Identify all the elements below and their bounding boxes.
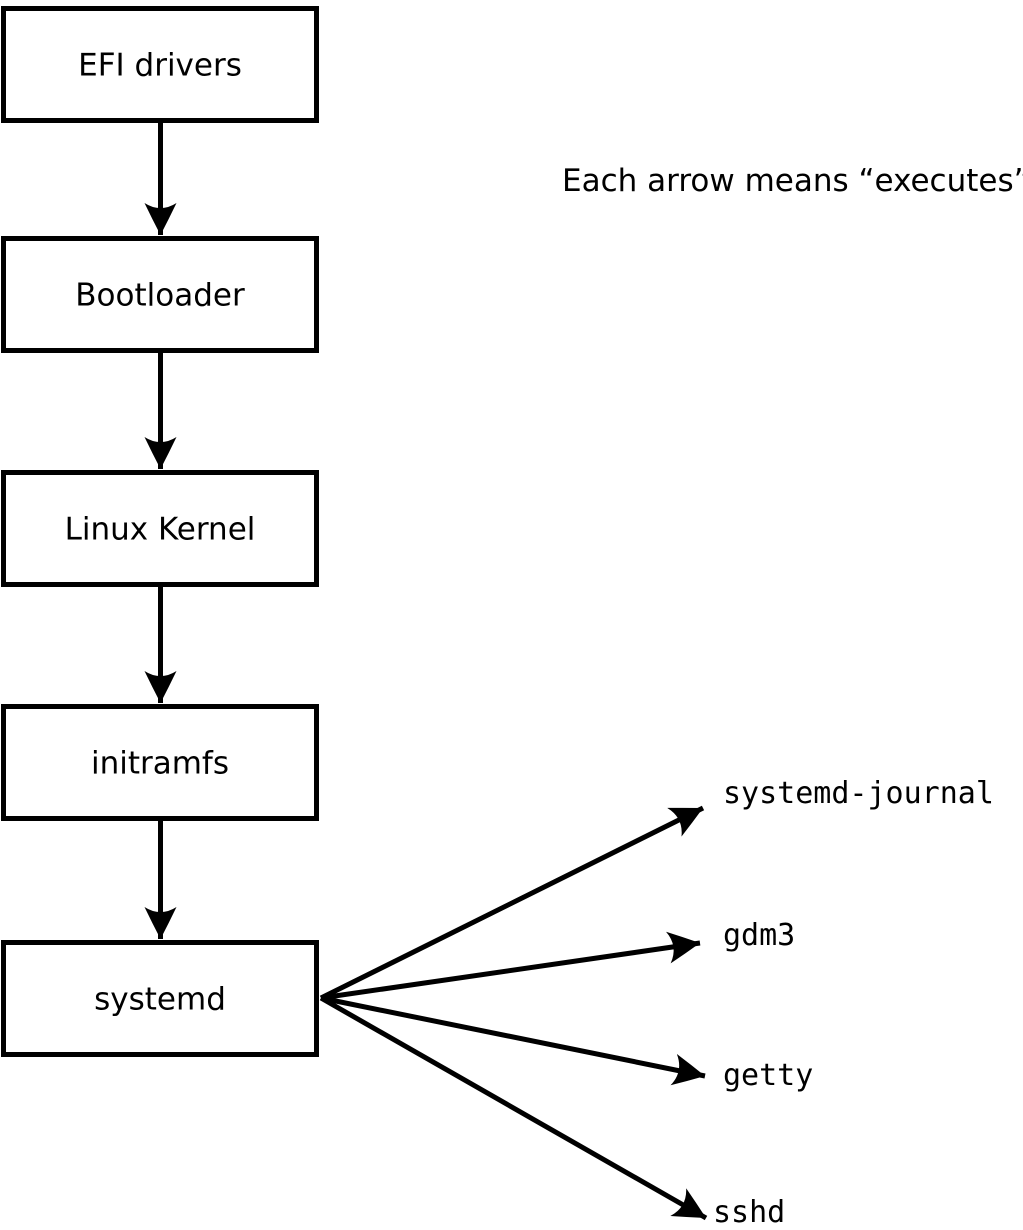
service-label-gdm3: gdm3 (723, 918, 795, 953)
arrow-systemd-to-sshd (319, 995, 708, 1221)
service-label-systemd-journal: systemd-journal (723, 776, 994, 811)
node-label-systemd: systemd (94, 982, 226, 1018)
node-box-bootloader (1, 236, 319, 353)
node-box-linux-kernel (1, 470, 319, 587)
arrow-systemd-to-getty (320, 995, 706, 1086)
service-label-getty: getty (723, 1058, 813, 1093)
node-box-systemd (1, 940, 319, 1057)
legend-note: Each arrow means “executes”. (562, 163, 1023, 199)
node-label-efi-drivers: EFI drivers (78, 48, 242, 84)
node-box-initramfs (1, 704, 319, 821)
arrow-systemd-to-journal (319, 805, 705, 1001)
arrow-systemd-to-gdm3 (320, 931, 701, 1001)
node-box-efi-drivers (1, 6, 319, 123)
node-label-bootloader: Bootloader (75, 278, 245, 314)
service-label-sshd: sshd (713, 1195, 785, 1230)
node-label-initramfs: initramfs (91, 746, 229, 782)
node-label-linux-kernel: Linux Kernel (65, 512, 256, 548)
